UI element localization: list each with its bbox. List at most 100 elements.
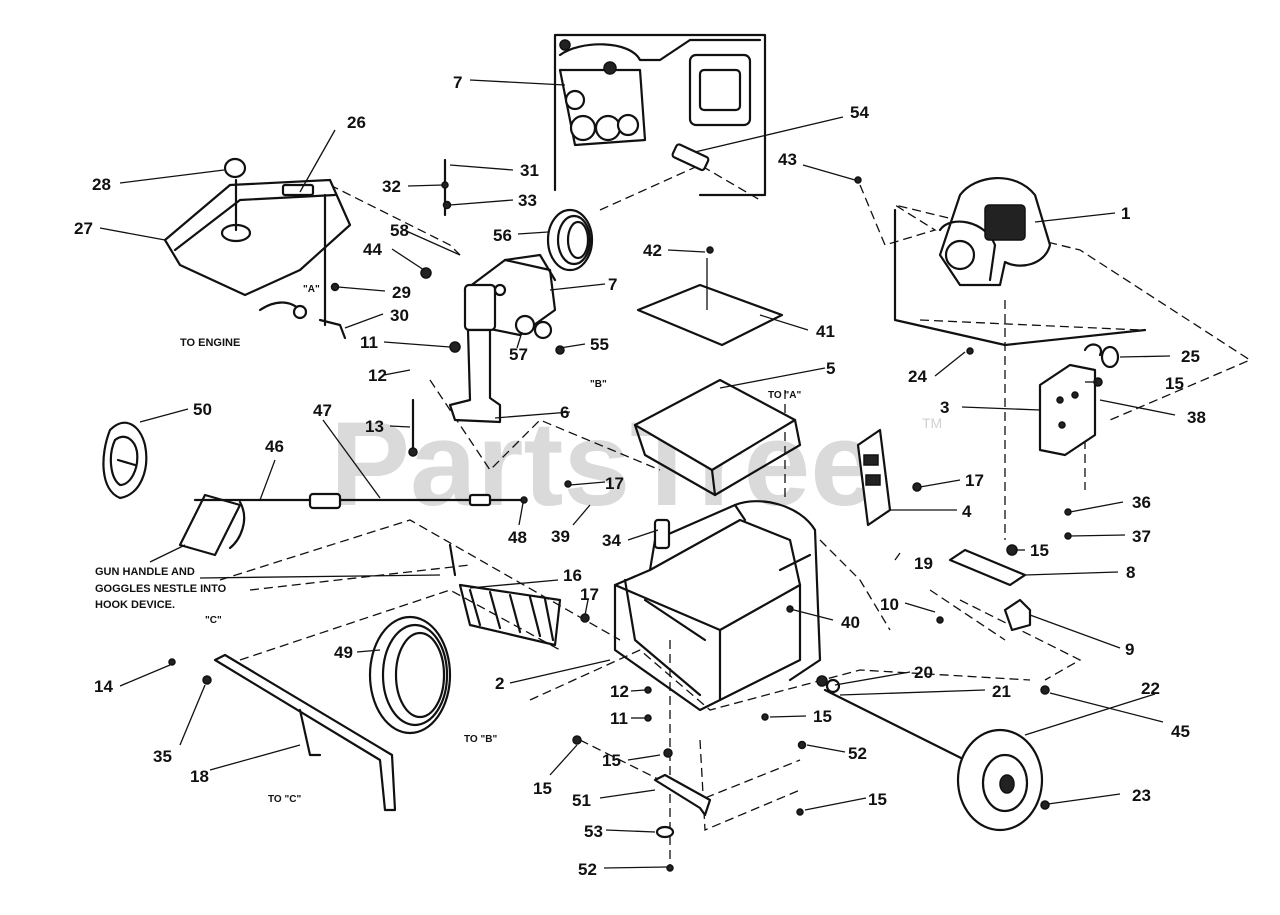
callout: 14 (94, 677, 113, 696)
callout: 36 (1132, 493, 1151, 512)
trademark-text: TM (922, 415, 942, 431)
callout: 12 (610, 682, 629, 701)
callout: 3 (940, 398, 949, 417)
note-to-b: TO "B" (464, 734, 497, 745)
callout: 12 (368, 366, 387, 385)
callout: 47 (313, 401, 332, 420)
goggles (102, 421, 148, 500)
hook-device (448, 543, 562, 647)
callout: 17 (605, 474, 624, 493)
callout: 57 (509, 345, 528, 364)
callout: 34 (602, 531, 621, 550)
diagram-notes: TO ENGINE GUN HANDLE AND GOGGLES NESTLE … (95, 284, 801, 805)
hose-49 (368, 615, 452, 735)
callout: 55 (590, 335, 609, 354)
callout: 6 (560, 403, 569, 422)
callout: 39 (551, 527, 570, 546)
hose-56 (546, 208, 594, 272)
callout: 8 (1126, 563, 1135, 582)
mark-a: "A" (303, 284, 320, 295)
callout: 16 (563, 566, 582, 585)
callout: 5 (826, 359, 835, 378)
callout: 49 (334, 643, 353, 662)
callout: 53 (584, 822, 603, 841)
note-to-engine: TO ENGINE (180, 337, 240, 349)
callout: 15 (1030, 541, 1049, 560)
mark-b: "B" (590, 379, 607, 390)
callout: 38 (1187, 408, 1206, 427)
callout: 45 (1171, 722, 1190, 741)
callout: 21 (992, 682, 1011, 701)
pump-assembly (448, 253, 557, 424)
callout: 15 (1165, 374, 1184, 393)
callout: 4 (962, 502, 972, 521)
callout: 24 (908, 367, 927, 386)
mark-c: "C" (205, 615, 222, 626)
callout: 11 (360, 333, 378, 352)
fuel-tank (163, 157, 352, 327)
callout: 15 (813, 707, 832, 726)
callout: 13 (365, 417, 384, 436)
callout: 15 (602, 751, 621, 770)
leader-lines (99, 79, 1176, 869)
callout-numbers: 1 2 3 4 5 6 7 7 8 9 10 11 11 12 12 13 14… (74, 73, 1206, 879)
callout: 37 (1132, 527, 1151, 546)
handle-18 (213, 653, 397, 812)
note-gun-line-1: GUN HANDLE AND (95, 566, 195, 578)
note-to-a: TO "A" (768, 390, 801, 401)
note-to-c: TO "C" (268, 794, 301, 805)
pump-inset (553, 33, 767, 197)
callout: 7 (608, 275, 617, 294)
callout: 56 (493, 226, 512, 245)
callout: 44 (363, 240, 382, 259)
callout: 27 (74, 219, 93, 238)
callout: 17 (965, 471, 984, 490)
callout: 42 (643, 241, 662, 260)
callout: 28 (92, 175, 111, 194)
callout: 15 (868, 790, 887, 809)
wheel-axle (816, 675, 1050, 832)
callout: 22 (1141, 679, 1160, 698)
fuel-line-parts (318, 158, 452, 340)
callout: 10 (880, 595, 899, 614)
callout: 35 (153, 747, 172, 766)
callout: 52 (578, 860, 597, 879)
callout: 15 (533, 779, 552, 798)
control-box (1038, 343, 1120, 457)
engine (893, 177, 1147, 347)
callout: 19 (914, 554, 933, 573)
callout: 54 (850, 103, 869, 122)
callout: 20 (914, 663, 933, 682)
callout: 52 (848, 744, 867, 763)
callout: 51 (572, 791, 591, 810)
plate-tray (633, 258, 802, 497)
callout: 40 (841, 613, 860, 632)
callout: 31 (520, 161, 539, 180)
callout: 23 (1132, 786, 1151, 805)
note-gun-line-2: GOGGLES NESTLE INTO (95, 583, 227, 595)
callout: 1 (1121, 204, 1130, 223)
spray-gun (178, 492, 522, 557)
callout: 48 (508, 528, 527, 547)
callout: 25 (1181, 347, 1200, 366)
brackets (948, 548, 1032, 632)
callout: 43 (778, 150, 797, 169)
assembly-lines (219, 164, 1252, 870)
note-gun-line-3: HOOK DEVICE. (95, 599, 175, 611)
callout: 58 (390, 221, 409, 240)
mount-parts (653, 740, 807, 872)
callout: 29 (392, 283, 411, 302)
main-frame (613, 500, 822, 712)
callout: 2 (495, 674, 504, 693)
callout: 11 (610, 709, 628, 728)
callout: 17 (580, 585, 599, 604)
callout: 26 (347, 113, 366, 132)
callout: 46 (265, 437, 284, 456)
callout: 41 (816, 322, 835, 341)
callout: 33 (518, 191, 537, 210)
callout: 7 (453, 73, 462, 92)
callout: 32 (382, 177, 401, 196)
callout: 50 (193, 400, 212, 419)
callout: 9 (1125, 640, 1134, 659)
